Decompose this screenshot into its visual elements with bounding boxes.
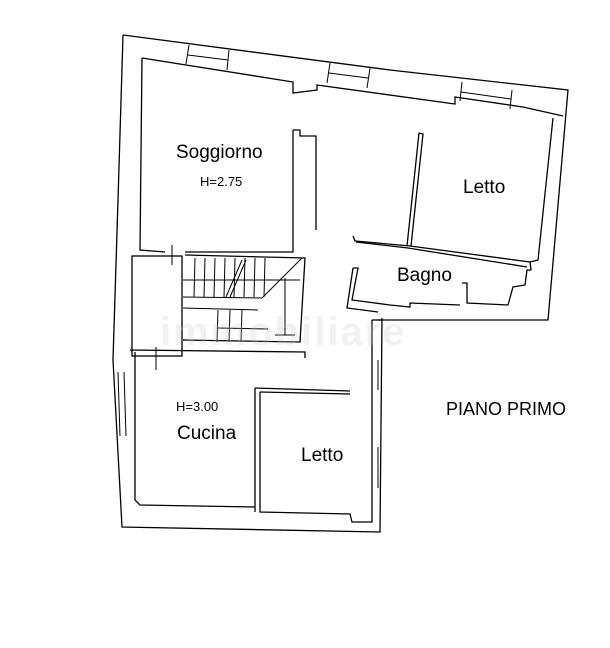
room-height-soggiorno: H=2.75: [200, 174, 243, 189]
watermark: immobiliare: [160, 310, 407, 354]
room-label-bagno: Bagno: [397, 265, 452, 286]
room-label-cucina: Cucina: [177, 423, 237, 444]
floor-title: PIANO PRIMO: [446, 399, 567, 419]
room-label-letto-lower: Letto: [301, 445, 344, 466]
room-label-soggiorno: Soggiorno: [176, 142, 263, 163]
room-height-cucina: H=3.00: [176, 399, 219, 414]
room-label-letto-upper: Letto: [463, 177, 506, 198]
